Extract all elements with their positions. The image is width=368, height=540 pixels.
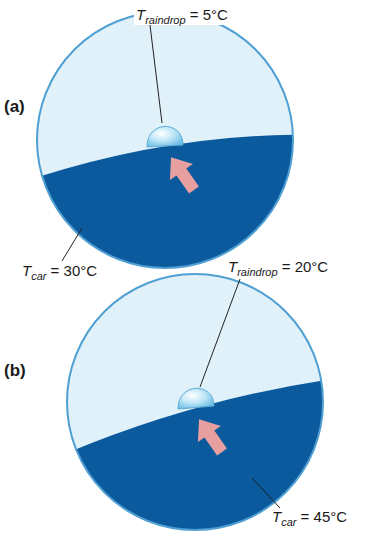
panel-letter: (a) [4,98,25,116]
temperature-label: Tcar = 30°C [22,262,97,281]
temperature-label: Traindrop = 5°C [134,6,230,25]
magnifier-outline [37,12,293,268]
temperature-label: Traindrop = 20°C [228,258,328,277]
raindrop [147,126,183,147]
leader-line [62,228,82,261]
panel-b [0,270,340,540]
heat-arrow [160,149,206,198]
panel-letter: (b) [4,362,26,380]
magnifier-outline [67,274,323,530]
panel-a [0,5,330,300]
leader-line [150,25,162,123]
leader-line [200,279,240,387]
car-surface [0,135,330,300]
temperature-label: Tcar = 45°C [270,508,349,527]
raindrop [178,388,214,409]
leader-line [252,478,280,508]
heat-arrow [188,411,234,460]
